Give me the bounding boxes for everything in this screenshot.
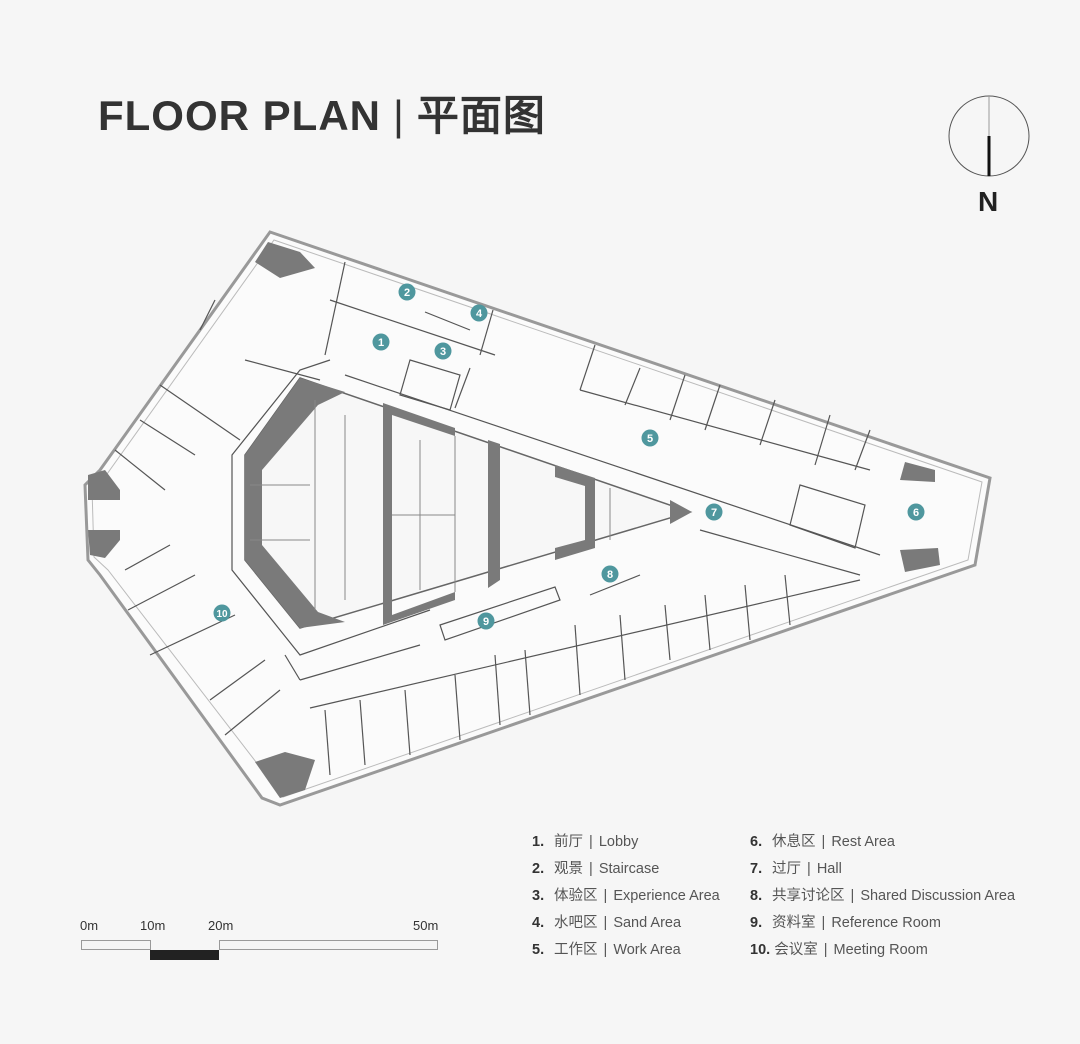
legend-item: 5. 工作区|Work Area	[532, 942, 681, 958]
svg-text:5: 5	[647, 433, 653, 445]
marker-10: 10	[213, 604, 231, 622]
legend-item: 2. 观景|Staircase	[532, 861, 660, 877]
legend-item: 6. 休息区|Rest Area	[750, 834, 895, 850]
scale-segment	[219, 940, 438, 950]
legend-item: 10. 会议室|Meeting Room	[750, 942, 928, 958]
scale-segment-filled	[150, 950, 219, 960]
svg-text:3: 3	[440, 346, 446, 358]
legend-item: 7. 过厅|Hall	[750, 861, 842, 877]
area-markers: 1 2 3 4 5 6 7 8 9 10	[213, 283, 925, 630]
legend-item: 1. 前厅|Lobby	[532, 834, 639, 850]
title-separator: |	[392, 92, 405, 139]
scale-label-10: 10m	[140, 918, 166, 933]
svg-text:1: 1	[378, 337, 384, 349]
building-core	[244, 377, 693, 629]
marker-6: 6	[907, 503, 925, 521]
svg-text:10: 10	[216, 609, 228, 620]
marker-2: 2	[398, 283, 416, 301]
scale-label-50: 50m	[413, 918, 439, 933]
legend-item: 8. 共享讨论区|Shared Discussion Area	[750, 888, 1016, 904]
marker-4: 4	[470, 304, 488, 322]
marker-7: 7	[705, 503, 723, 521]
marker-9: 9	[477, 612, 495, 630]
title-cn: 平面图	[416, 92, 546, 139]
scale-bar: 0m 10m 20m 50m	[80, 918, 442, 968]
legend-item: 3. 体验区|Experience Area	[532, 888, 720, 904]
legend-column-2: 6. 休息区|Rest Area 7. 过厅|Hall 8. 共享讨论区|Sha…	[750, 832, 1015, 967]
title-en: FLOOR PLAN	[98, 92, 381, 139]
structural-columns	[88, 242, 940, 798]
svg-text:8: 8	[607, 569, 613, 581]
svg-text:7: 7	[711, 507, 717, 519]
legend-column-1: 1. 前厅|Lobby 2. 观景|Staircase 3. 体验区|Exper…	[532, 832, 720, 967]
marker-3: 3	[434, 342, 452, 360]
svg-text:4: 4	[476, 308, 483, 320]
marker-8: 8	[601, 565, 619, 583]
legend-item: 9. 资料室|Reference Room	[750, 915, 941, 931]
marker-5: 5	[641, 429, 659, 447]
scale-segment	[81, 940, 151, 950]
scale-label-20: 20m	[208, 918, 234, 933]
scale-label-0: 0m	[80, 918, 99, 933]
legend-item: 4. 水吧区|Sand Area	[532, 915, 682, 931]
compass-north-label: N	[978, 186, 999, 217]
svg-text:6: 6	[913, 507, 919, 519]
marker-1: 1	[372, 333, 390, 351]
svg-text:2: 2	[404, 287, 410, 299]
page-title: FLOOR PLAN|平面图	[98, 82, 546, 143]
north-arrow-icon	[948, 95, 1030, 177]
svg-text:9: 9	[483, 616, 489, 628]
